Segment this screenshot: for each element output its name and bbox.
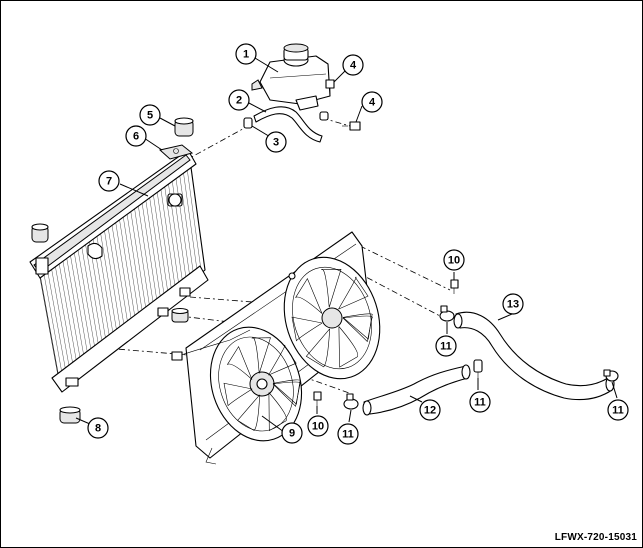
cooling-fan-shroud bbox=[171, 231, 381, 465]
callout-c7: 7 bbox=[98, 170, 120, 192]
callout-circle bbox=[419, 399, 441, 421]
callout-circle bbox=[342, 54, 364, 76]
callout-circle bbox=[125, 125, 147, 147]
callout-number: 1 bbox=[243, 49, 249, 61]
hose-clamp-upper-right bbox=[603, 369, 619, 382]
callout-number: 4 bbox=[350, 60, 357, 72]
upper-mount-bracket bbox=[158, 144, 194, 160]
hose-clamp-upper-left bbox=[439, 305, 455, 322]
callout-circle bbox=[361, 91, 383, 113]
radiator bbox=[29, 149, 209, 393]
callout-circle bbox=[469, 391, 491, 413]
callout-number: 3 bbox=[273, 137, 279, 149]
callout-number: 2 bbox=[236, 95, 242, 107]
hose-clamp-lower-right bbox=[473, 359, 483, 378]
callout-number: 7 bbox=[106, 176, 112, 188]
left-rubber-mount bbox=[31, 223, 49, 243]
callout-c12: 12 bbox=[419, 399, 441, 421]
callout-c11c: 11 bbox=[469, 391, 491, 413]
callout-number: 9 bbox=[289, 428, 295, 440]
callout-number: 13 bbox=[507, 299, 519, 311]
callout-number: 11 bbox=[342, 429, 354, 441]
lower-rubber-mount bbox=[59, 406, 81, 424]
callout-c5: 5 bbox=[139, 104, 161, 126]
fan-bolt-lower bbox=[313, 391, 322, 406]
callout-number: 10 bbox=[448, 255, 460, 267]
callout-c8: 8 bbox=[87, 417, 109, 439]
callout-number: 6 bbox=[133, 131, 139, 143]
callout-c13: 13 bbox=[502, 293, 524, 315]
diagram-code: LFWX-720-15031 bbox=[554, 532, 637, 543]
callout-c1: 1 bbox=[235, 43, 257, 65]
callout-circle bbox=[337, 423, 359, 445]
callout-c4a: 4 bbox=[342, 54, 364, 76]
callout-number: 11 bbox=[612, 405, 624, 417]
reservoir-hose-clamp bbox=[243, 111, 329, 129]
callout-circle bbox=[307, 415, 329, 437]
callout-circle bbox=[443, 249, 465, 271]
upper-rubber-mount bbox=[174, 117, 194, 137]
fan-blades bbox=[223, 268, 373, 432]
callout-circle bbox=[98, 170, 120, 192]
callout-circle bbox=[228, 89, 250, 111]
callout-c2: 2 bbox=[228, 89, 250, 111]
callout-c4b: 4 bbox=[361, 91, 383, 113]
fan-bolt-upper bbox=[450, 279, 459, 294]
callout-circle bbox=[235, 43, 257, 65]
callout-c3: 3 bbox=[265, 131, 287, 153]
callout-circle bbox=[265, 131, 287, 153]
callout-number: 11 bbox=[440, 341, 452, 353]
lower-radiator-hose bbox=[362, 364, 471, 416]
middle-rubber-mount bbox=[157, 307, 189, 323]
callout-number: 12 bbox=[424, 405, 436, 417]
reservoir-bolt-lower bbox=[342, 121, 361, 131]
callout-c10a: 10 bbox=[443, 249, 465, 271]
callout-c10b: 10 bbox=[307, 415, 329, 437]
callout-circle bbox=[435, 335, 457, 357]
reservoir-tank bbox=[251, 43, 331, 111]
callout-number: 4 bbox=[369, 97, 376, 109]
callout-circle bbox=[502, 293, 524, 315]
callout-c6: 6 bbox=[125, 125, 147, 147]
reservoir-hose bbox=[253, 106, 323, 143]
callout-c11b: 11 bbox=[337, 423, 359, 445]
callout-circle bbox=[139, 104, 161, 126]
callout-c9: 9 bbox=[281, 422, 303, 444]
callout-number: 10 bbox=[312, 421, 324, 433]
callout-circle bbox=[281, 422, 303, 444]
callout-circle bbox=[87, 417, 109, 439]
reservoir-bolt-upper bbox=[325, 79, 335, 94]
callout-circle bbox=[607, 399, 629, 421]
hose-clamp-lower-left bbox=[343, 393, 359, 410]
callout-number: 11 bbox=[474, 397, 486, 409]
callout-c11a: 11 bbox=[435, 335, 457, 357]
callout-number: 8 bbox=[95, 423, 101, 435]
callout-number: 5 bbox=[147, 110, 153, 122]
callout-c11d: 11 bbox=[607, 399, 629, 421]
